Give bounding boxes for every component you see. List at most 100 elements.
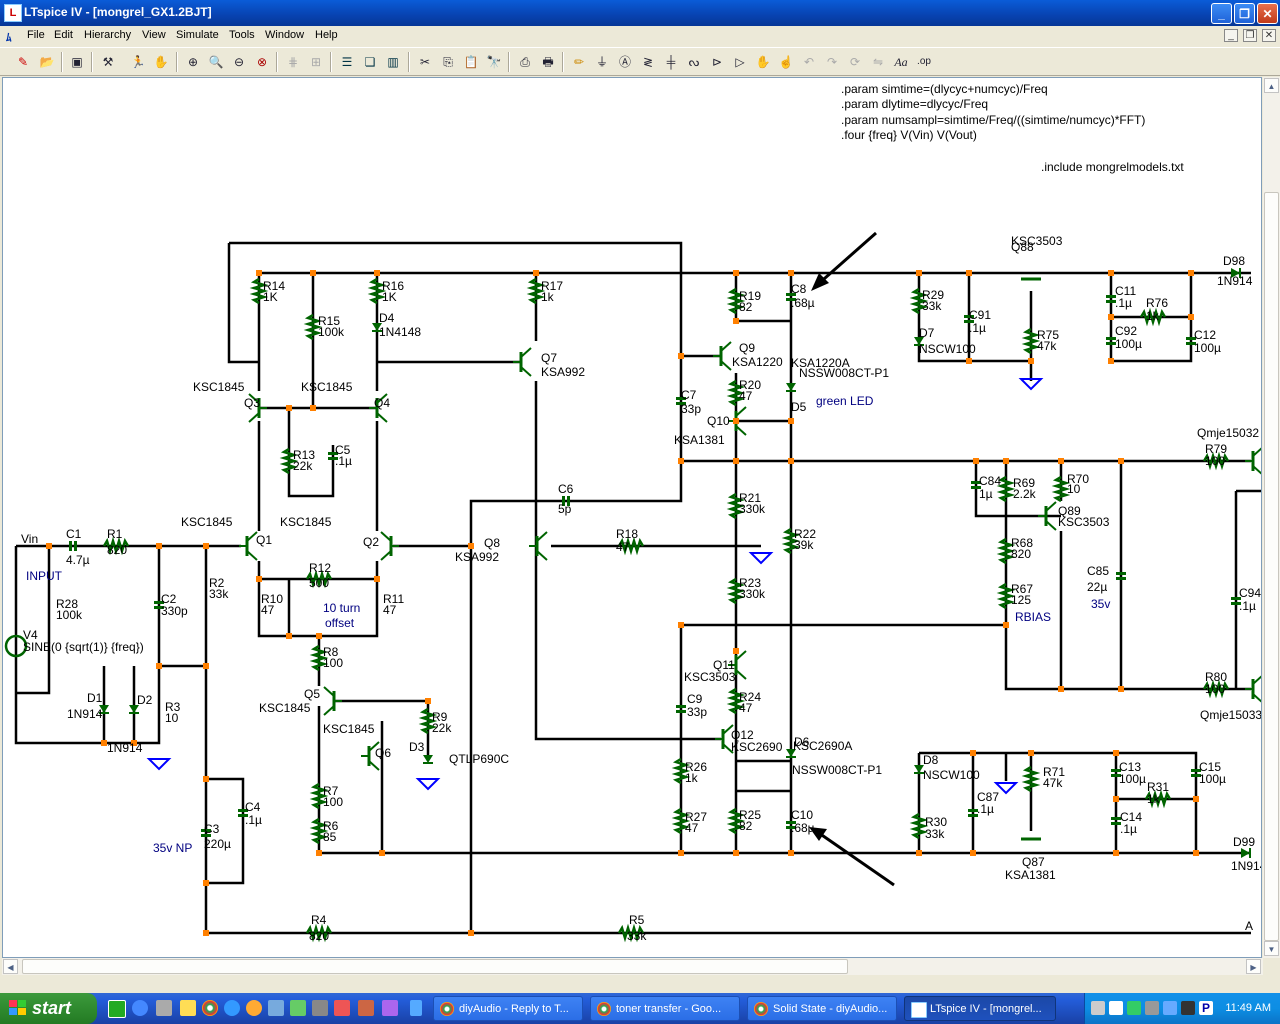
part-value-label[interactable]: 100µ bbox=[1194, 341, 1221, 355]
resistor-part[interactable] bbox=[1021, 765, 1041, 793]
resistor-part[interactable] bbox=[726, 687, 746, 715]
close-button[interactable]: ✕ bbox=[1257, 3, 1278, 24]
tile-horizontal-icon[interactable]: ☰ bbox=[341, 55, 353, 69]
part-ref-label[interactable]: C6 bbox=[558, 482, 574, 496]
part-value-label[interactable]: KSA992 bbox=[541, 365, 585, 379]
capacitor-part[interactable] bbox=[201, 829, 211, 832]
part-value-label[interactable]: KSC3503 bbox=[684, 670, 736, 684]
part-value-label[interactable]: 33k bbox=[922, 299, 942, 313]
resistor-part[interactable] bbox=[1144, 789, 1172, 809]
resistor-part[interactable] bbox=[996, 582, 1016, 610]
part-ref-label[interactable]: D5 bbox=[791, 400, 807, 414]
net-label[interactable]: 35v bbox=[1091, 597, 1110, 611]
part-ref-label[interactable]: R30 bbox=[925, 815, 947, 829]
diode-part[interactable] bbox=[786, 749, 796, 757]
part-value-label[interactable]: 33k bbox=[627, 929, 647, 943]
capacitor-part[interactable] bbox=[1106, 337, 1116, 340]
part-value-label[interactable]: .1µ bbox=[969, 321, 986, 335]
part-value-label[interactable]: 100µ bbox=[1199, 772, 1226, 786]
part-ref-label[interactable]: Q2 bbox=[363, 535, 379, 549]
menu-edit[interactable]: Edit bbox=[54, 29, 73, 41]
draw-wire-icon[interactable]: ✏ bbox=[573, 55, 585, 69]
minimize-button[interactable]: _ bbox=[1211, 3, 1232, 24]
resistor-part[interactable] bbox=[996, 475, 1016, 503]
diode-part[interactable] bbox=[914, 765, 924, 773]
part-ref-label[interactable]: Q4 bbox=[374, 396, 390, 410]
part-value-label[interactable]: 1N914 bbox=[1217, 274, 1253, 288]
part-ref-label[interactable]: D1 bbox=[87, 691, 103, 705]
mdi-restore-button[interactable]: ❐ bbox=[1243, 29, 1257, 42]
find-icon[interactable]: 🔭 bbox=[486, 55, 502, 69]
part-value-label[interactable]: 10 bbox=[1067, 482, 1081, 496]
task-ltspice[interactable]: LTspice IV - [mongrel... bbox=[904, 996, 1056, 1021]
tray-app-icon[interactable] bbox=[1163, 1001, 1177, 1015]
part-ref-label[interactable]: R10 bbox=[261, 592, 283, 606]
part-ref-label[interactable]: R70 bbox=[1067, 472, 1089, 486]
part-value-label[interactable]: 2.2k bbox=[1013, 487, 1037, 501]
part-ref-label[interactable]: R21 bbox=[739, 491, 761, 505]
capacitor-part[interactable] bbox=[328, 452, 338, 455]
control-panel-icon[interactable]: ⚒ bbox=[102, 55, 114, 69]
part-ref-label[interactable]: R11 bbox=[383, 592, 404, 606]
part-ref-label[interactable]: D99 bbox=[1233, 835, 1255, 849]
diode-part[interactable] bbox=[1241, 848, 1250, 858]
part-value-label[interactable]: 22k bbox=[432, 721, 452, 735]
resistor-part[interactable] bbox=[726, 379, 746, 407]
part-value-label[interactable]: KSC3503 bbox=[1058, 515, 1110, 529]
part-value-label[interactable]: green LED bbox=[816, 394, 874, 408]
part-ref-label[interactable]: Q11 bbox=[713, 658, 735, 672]
halt-icon[interactable]: ✋ bbox=[153, 55, 169, 69]
part-ref-label[interactable]: D3 bbox=[409, 740, 425, 754]
resistor-part[interactable] bbox=[996, 537, 1016, 565]
capacitor-part[interactable] bbox=[1111, 817, 1121, 820]
part-ref-label[interactable]: Qmje15032 bbox=[1197, 426, 1259, 440]
part-ref-label[interactable]: R67 bbox=[1011, 582, 1033, 596]
part-ref-label[interactable]: C13 bbox=[1119, 760, 1141, 774]
quicklaunch-app-icon[interactable] bbox=[132, 1000, 148, 1016]
part-ref-label[interactable]: C92 bbox=[1115, 324, 1137, 338]
cut-icon[interactable]: ✂ bbox=[419, 55, 431, 69]
part-ref-label[interactable]: KSA1220A bbox=[791, 356, 850, 370]
part-ref-label[interactable]: Qmje15033 bbox=[1200, 708, 1261, 722]
part-ref-label[interactable]: Q89 bbox=[1058, 504, 1081, 518]
quicklaunch-expand-icon[interactable] bbox=[410, 1000, 422, 1016]
part-value-label[interactable]: .68µ bbox=[791, 821, 815, 835]
schematic-canvas[interactable]: .param simtime=(dlycyc+numcyc)/Freq.para… bbox=[2, 77, 1262, 958]
part-value-label[interactable]: KSA1381 bbox=[674, 433, 725, 447]
tray-hfs-icon[interactable] bbox=[1181, 1001, 1195, 1015]
part-value-label[interactable]: 1N4148 bbox=[379, 325, 421, 339]
part-ref-label[interactable]: R4 bbox=[311, 913, 327, 927]
mirror-icon[interactable]: ⇋ bbox=[872, 55, 884, 69]
cascade-icon[interactable]: ❏ bbox=[364, 55, 376, 69]
part-ref-label[interactable]: Q3 bbox=[244, 396, 260, 410]
part-value-label[interactable]: 220µ bbox=[204, 837, 231, 851]
capacitor-part[interactable] bbox=[1191, 769, 1201, 772]
diode-part[interactable] bbox=[914, 337, 924, 345]
part-value-label[interactable]: QTLP690C bbox=[449, 752, 509, 766]
task-diyaudio-reply[interactable]: diyAudio - Reply to T... bbox=[433, 996, 583, 1021]
part-ref-label[interactable]: D2 bbox=[137, 693, 153, 707]
capacitor-icon[interactable]: ╪ bbox=[666, 55, 676, 69]
part-ref-label[interactable]: R2 bbox=[209, 576, 225, 590]
run-icon[interactable]: 🏃 bbox=[130, 55, 146, 69]
part-value-label[interactable]: KSA1220 bbox=[732, 355, 783, 369]
zoom-pan-icon[interactable]: 🔍 bbox=[208, 55, 224, 69]
capacitor-part[interactable] bbox=[676, 397, 686, 400]
resistor-part[interactable] bbox=[909, 812, 929, 840]
open-icon[interactable]: 📂 bbox=[39, 55, 55, 69]
part-ref-label[interactable]: R71 bbox=[1043, 765, 1065, 779]
part-ref-label[interactable]: R17 bbox=[541, 279, 563, 293]
part-ref-label[interactable]: V4 bbox=[23, 628, 38, 642]
part-value-label[interactable]: 1K bbox=[263, 290, 278, 304]
autorange-icon[interactable]: ⋕ bbox=[287, 55, 299, 69]
task-solid-state[interactable]: Solid State - diyAudio... bbox=[747, 996, 897, 1021]
part-value-label[interactable]: 47 bbox=[739, 701, 753, 715]
part-ref-label[interactable]: D4 bbox=[379, 311, 395, 325]
part-value-label[interactable]: KSC1845 bbox=[181, 515, 233, 529]
part-value-label[interactable]: KSC1845 bbox=[280, 515, 332, 529]
menu-file[interactable]: File bbox=[27, 29, 45, 41]
net-label[interactable]: INPUT bbox=[26, 569, 63, 583]
part-value-label[interactable]: 82 bbox=[739, 300, 753, 314]
diode-part[interactable] bbox=[99, 705, 109, 713]
resistor-part[interactable] bbox=[418, 707, 438, 735]
